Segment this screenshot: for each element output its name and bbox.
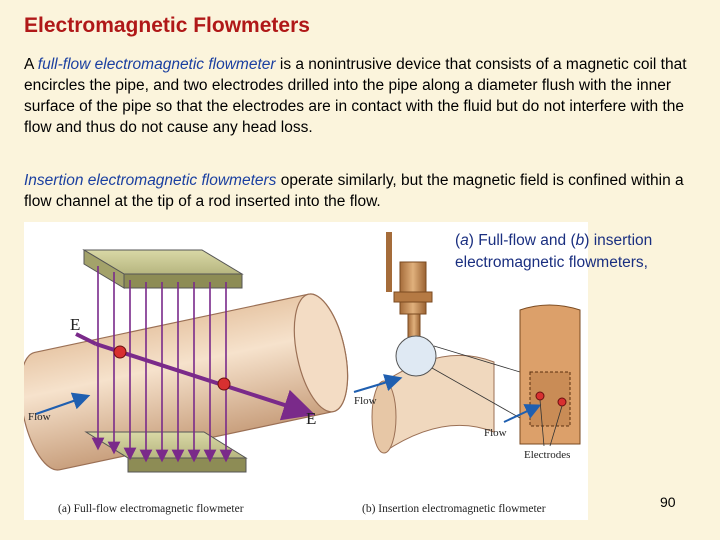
caption-a: (a) Full-flow electromagnetic flowmeter [58, 503, 244, 515]
paragraph-full-flow: A full-flow electromagnetic flowmeter is… [24, 54, 704, 138]
pipe-b-opening [372, 381, 396, 453]
term-full-flow: full-flow electromagnetic flowmeter [38, 56, 276, 73]
electrode-b2 [558, 398, 566, 406]
insertion-rod [400, 262, 426, 314]
caption-a-rest: ) Full-flow and ( [469, 232, 576, 249]
paragraph-insertion: Insertion electromagnetic flowmeters ope… [24, 170, 704, 212]
caption-a-letter: a [460, 232, 469, 249]
label-e-bottom: E [306, 409, 316, 428]
page-number: 90 [660, 494, 676, 510]
caption-b: (b) Insertion electromagnetic flowmeter [362, 503, 546, 515]
term-insertion: Insertion electromagnetic flowmeters [24, 172, 276, 189]
rod-cable [386, 232, 392, 292]
slide-title: Electromagnetic Flowmeters [24, 14, 310, 38]
para1-lead: A [24, 56, 38, 73]
electrode-bottom [218, 378, 230, 390]
label-electrodes: Electrodes [524, 449, 570, 461]
label-flow-b1: Flow [354, 395, 377, 407]
label-e-top: E [70, 315, 80, 334]
full-flow-diagram: E E Flow [24, 250, 357, 475]
pipe-b [384, 355, 494, 452]
electrode-b1 [536, 392, 544, 400]
rod-collar [394, 292, 432, 302]
bottom-plate-side [128, 458, 246, 472]
figure-caption: (a) Full-flow and (b) insertion electrom… [455, 230, 710, 274]
top-plate-side [124, 274, 242, 288]
magnifier-circle [396, 336, 436, 376]
label-flow-b2: Flow [484, 427, 507, 439]
label-flow-a: Flow [28, 411, 51, 423]
caption-b-letter: b [576, 232, 585, 249]
electrode-top [114, 346, 126, 358]
